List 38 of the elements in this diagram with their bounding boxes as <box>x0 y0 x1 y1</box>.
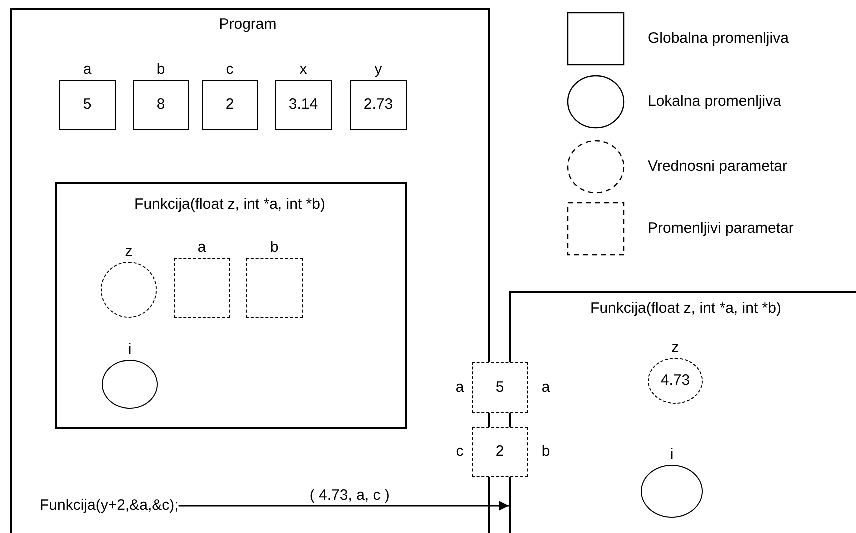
variable-value: 2 <box>226 96 234 114</box>
legend-label: Promenljivi parametar <box>648 220 794 238</box>
legend-label: Globalna promenljiva <box>648 30 789 48</box>
variable-value: 3.14 <box>288 96 318 114</box>
frame-title: Program <box>219 16 277 34</box>
argument-name: c <box>456 443 464 461</box>
variable-name: c <box>226 61 234 79</box>
variable-name: z <box>125 243 133 261</box>
frame-title: Funkcija(float z, int *a, int *b) <box>590 300 782 318</box>
function-call-text: Funkcija(y+2,&a,&c); <box>40 497 179 515</box>
variable-value: 2.73 <box>364 96 394 114</box>
edge-label: ( 4.73, a, c ) <box>308 487 392 505</box>
variable-name: b <box>156 61 166 79</box>
variable-name: i <box>670 446 674 464</box>
variable-value: 8 <box>156 96 166 114</box>
variable-name: i <box>128 341 132 359</box>
frame-title: Funkcija(float z, int *a, int *b) <box>134 196 326 214</box>
variable-value: 5 <box>496 378 504 396</box>
reference-parameter-box <box>472 427 528 477</box>
variable-value: 2 <box>496 443 504 461</box>
variable-name: a <box>83 61 92 79</box>
parameter-name: a <box>542 378 550 396</box>
variable-name: a <box>198 239 206 257</box>
variable-value: 4.73 <box>660 372 690 390</box>
legend-label: Vrednosni parametar <box>648 158 788 176</box>
variable-name: y <box>374 61 382 79</box>
variable-name: x <box>300 61 308 79</box>
variable-name: b <box>270 239 279 257</box>
program-frame <box>10 8 490 533</box>
legend-label: Lokalna promenljiva <box>648 93 782 111</box>
variable-name: z <box>672 339 680 357</box>
arrow <box>178 501 509 511</box>
function-frame <box>509 291 856 533</box>
argument-name: a <box>456 378 464 396</box>
function-frame <box>55 182 407 429</box>
parameter-name: b <box>542 443 550 461</box>
variable-value: 5 <box>83 96 92 114</box>
reference-parameter-box <box>472 362 528 413</box>
